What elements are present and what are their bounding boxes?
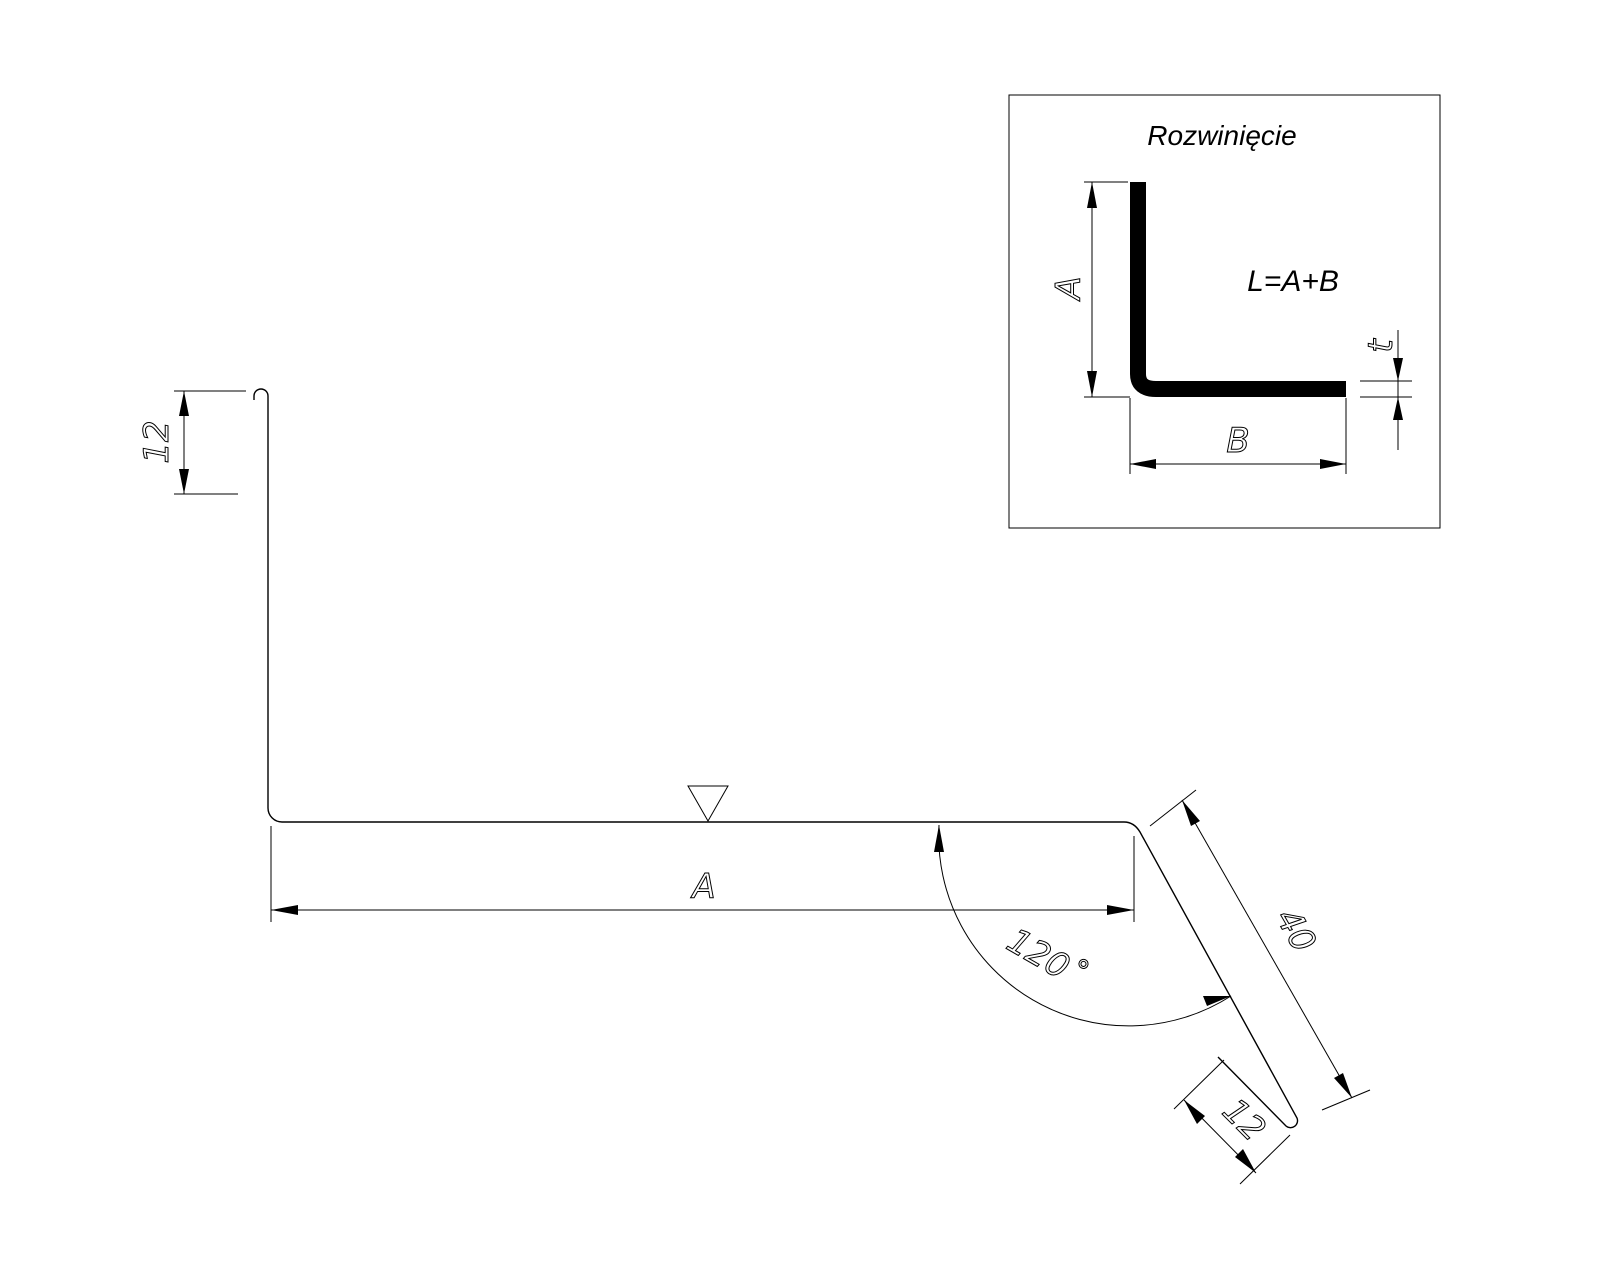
dim-flange: 40 — [1149, 789, 1371, 1111]
dim-bottom-hem: 12 — [1173, 1059, 1291, 1185]
dim-top-hem-label: 12 — [137, 420, 177, 463]
dim-angle-label: 120˚ — [1000, 921, 1091, 997]
dim-base-label: A — [690, 867, 715, 907]
dim-flange-label: 40 — [1267, 902, 1323, 959]
inset-formula: L=A+B — [1247, 265, 1339, 298]
inset-dim-vertical-label: A — [1049, 276, 1089, 301]
main-profile: 12 A 120˚ 40 — [137, 388, 1371, 1185]
inset-dim-thickness: t — [1360, 330, 1412, 450]
dim-base: A — [270, 826, 1135, 922]
profile-outline — [253, 388, 1299, 1129]
inset-dim-vertical: A — [1049, 181, 1130, 398]
dim-top-hem: 12 — [137, 390, 246, 495]
inset-title: Rozwinięcie — [1147, 120, 1296, 151]
dim-bottom-hem-label: 12 — [1214, 1091, 1273, 1150]
inset-dim-horizontal: B — [1129, 398, 1347, 474]
inset-frame — [1008, 94, 1441, 529]
datum-triangle-symbol — [687, 785, 729, 823]
inset-dim-horizontal-label: B — [1226, 421, 1249, 461]
inset-dim-thickness-label: t — [1361, 338, 1401, 353]
inset-l-profile — [1130, 182, 1346, 397]
inset-development: Rozwinięcie L=A+B A B — [1008, 94, 1441, 529]
dim-angle: 120˚ — [934, 824, 1232, 1027]
